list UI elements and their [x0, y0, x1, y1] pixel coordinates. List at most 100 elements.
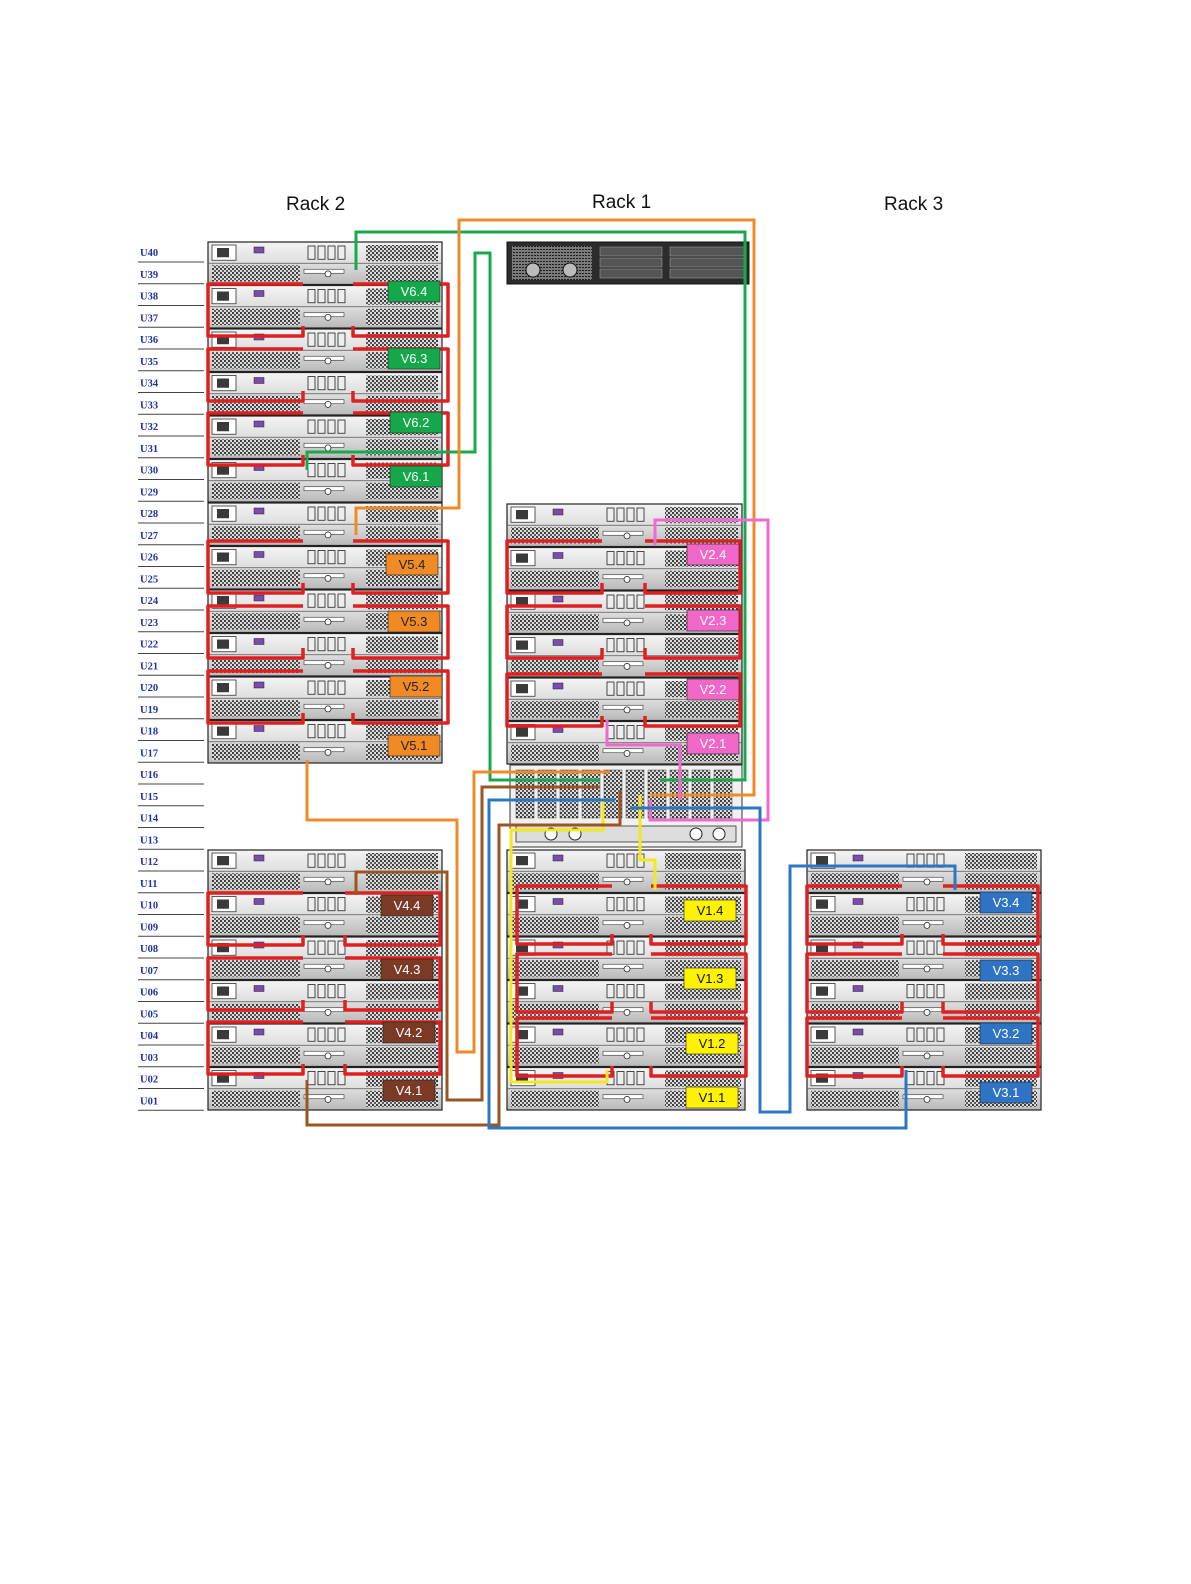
disk-enclosure: [207, 502, 443, 547]
volume-badge: V5.2: [389, 675, 443, 698]
disk-enclosure: [207, 241, 443, 286]
volume-label: V6.3: [401, 351, 428, 366]
red-cable-loop: [206, 891, 442, 947]
volume-badges: V6.4V6.3V6.2V6.1V5.4V5.3V5.2V5.1V4.4V4.3…: [380, 280, 1033, 1109]
rack-unit-axis: U40U39U38U37U36U35U34U33U32U31U30U29U28U…: [138, 248, 204, 1111]
volume-badge: V4.4: [380, 894, 434, 917]
u-axis-label: U33: [140, 400, 158, 411]
volume-badge: V1.2: [685, 1032, 739, 1055]
volume-badge: V1.4: [683, 899, 737, 922]
volume-label: V5.3: [401, 614, 428, 629]
red-cable-loop: [805, 1016, 1040, 1078]
u-axis-label: U26: [140, 553, 158, 564]
volume-badge: V5.4: [385, 553, 439, 576]
volume-label: V5.2: [403, 679, 430, 694]
u-axis-label: U13: [140, 835, 158, 846]
volume-label: V2.2: [700, 682, 727, 697]
disk-enclosure: [207, 849, 443, 894]
u-axis-label: U36: [140, 335, 158, 346]
volume-label: V3.3: [993, 963, 1020, 978]
u-axis-label: U11: [140, 879, 158, 890]
volume-badge: V2.2: [686, 678, 740, 701]
u-axis-label: U25: [140, 574, 158, 585]
blue-cable: [630, 806, 957, 1114]
u-axis-label: U37: [140, 313, 158, 324]
orange-cable: [305, 760, 610, 1054]
red-cable-loop: [206, 956, 442, 1012]
volume-label: V1.2: [699, 1036, 726, 1051]
rack-2-title: Rack 2: [286, 194, 346, 215]
volume-label: V3.2: [993, 1026, 1020, 1041]
red-cable-loop: [805, 884, 1040, 946]
orange-cable: [354, 218, 756, 797]
volume-badge: V3.4: [979, 891, 1033, 914]
volume-badge: V3.2: [979, 1022, 1033, 1045]
u-axis-label: U19: [140, 705, 158, 716]
disk-enclosure: [806, 1023, 1042, 1068]
u-axis-label: U24: [140, 596, 159, 607]
disk-enclosure: [207, 1023, 443, 1068]
u-axis-label: U34: [140, 379, 159, 390]
pink-cable: [605, 720, 682, 800]
blue-cable: [487, 798, 908, 1130]
volume-label: V4.3: [394, 962, 421, 977]
u-axis-label: U06: [140, 988, 158, 999]
volume-badge: V6.4: [387, 280, 441, 303]
red-cable-loop: [505, 672, 742, 728]
red-cable-loop: [515, 952, 748, 1014]
u-axis-label: U08: [140, 944, 158, 955]
controller-switch-unit: [509, 764, 743, 848]
u-axis-label: U17: [140, 748, 158, 759]
disk-enclosure: [207, 371, 443, 416]
u-axis-label: U12: [140, 857, 158, 868]
u-axis-label: U04: [140, 1031, 159, 1042]
volume-badge: V5.3: [387, 610, 441, 633]
u-axis-label: U16: [140, 770, 158, 781]
volume-badge: V4.3: [380, 958, 434, 981]
u-axis-label: U02: [140, 1075, 158, 1086]
volume-label: V1.4: [697, 903, 724, 918]
controller-head-unit: [506, 241, 750, 285]
u-axis-label: U40: [140, 248, 158, 259]
red-cable-loop: [505, 604, 742, 660]
u-axis-label: U39: [140, 270, 158, 281]
volume-badge: V1.1: [685, 1086, 739, 1109]
u-axis-label: U23: [140, 618, 158, 629]
u-axis-label: U21: [140, 661, 158, 672]
volume-badge: V5.1: [387, 734, 441, 757]
u-axis-label: U38: [140, 292, 158, 303]
rack-units: [207, 241, 1042, 1111]
u-axis-label: U20: [140, 683, 158, 694]
red-cable-loop: [515, 884, 748, 946]
red-cable-loop: [515, 1016, 748, 1078]
rack-1-title: Rack 1: [592, 192, 652, 213]
colored-cables: [305, 218, 957, 1130]
u-axis-label: U15: [140, 792, 158, 803]
u-axis-label: U27: [140, 531, 158, 542]
red-cable-loop: [505, 539, 742, 595]
red-cable-loop: [206, 539, 450, 595]
volume-label: V6.1: [403, 469, 430, 484]
u-axis-label: U32: [140, 422, 158, 433]
volume-label: V2.4: [700, 547, 727, 562]
u-axis-label: U05: [140, 1009, 158, 1020]
volume-badge: V4.1: [382, 1079, 436, 1102]
disk-enclosure: [506, 633, 743, 678]
volume-label: V4.2: [396, 1025, 423, 1040]
disk-enclosure: [207, 632, 443, 677]
u-axis-label: U35: [140, 357, 158, 368]
volume-label: V5.1: [401, 738, 428, 753]
volume-label: V4.4: [394, 898, 421, 913]
volume-label: V6.4: [401, 284, 428, 299]
u-axis-label: U14: [140, 814, 159, 825]
u-axis-label: U03: [140, 1053, 158, 1064]
red-cable-loop: [206, 669, 450, 725]
pink-cable: [648, 518, 770, 822]
brown-cable: [305, 790, 622, 1127]
u-axis-label: U09: [140, 922, 158, 933]
volume-label: V2.1: [700, 736, 727, 751]
red-cable-loop: [805, 952, 1040, 1014]
disk-enclosure: [207, 979, 443, 1024]
u-axis-label: U01: [140, 1096, 158, 1107]
